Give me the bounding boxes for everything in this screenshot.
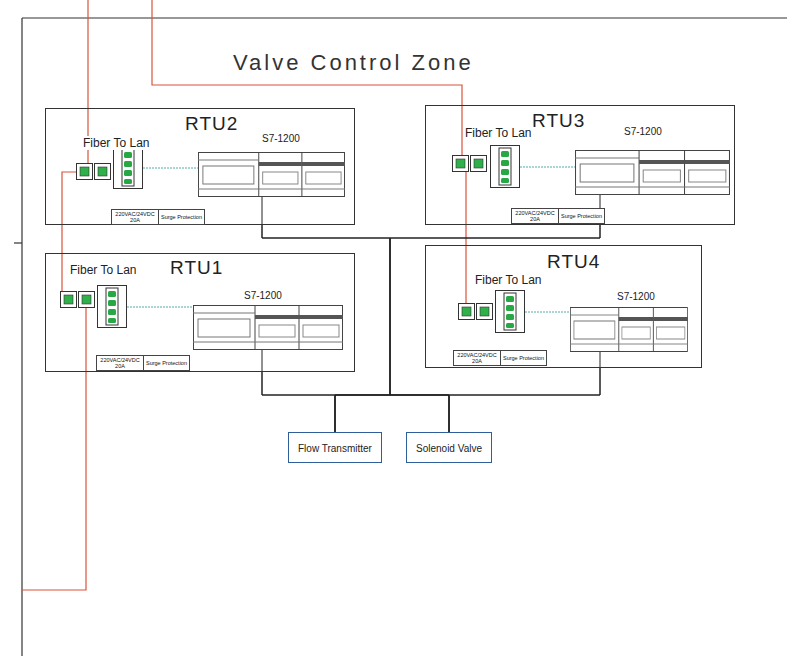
power-supply-label: 220VAC/24VDC 20A <box>456 352 498 364</box>
surge-protection-label: Surge Protection <box>161 214 202 220</box>
plc-label: S7-1200 <box>616 291 656 302</box>
fiber-cable <box>152 0 462 155</box>
lan-cable <box>525 312 570 313</box>
power-supply-label: 220VAC/24VDC 20A <box>99 357 141 369</box>
plc-symbol <box>575 150 730 195</box>
sfp-module <box>477 304 493 320</box>
plc-label: S7-1200 <box>623 126 663 137</box>
device-label: Flow Transmitter <box>298 443 372 454</box>
surge-protection-box: Surge Protection <box>500 350 547 366</box>
signal-wire <box>600 352 601 368</box>
power-supply-label: 220VAC/24VDC 20A <box>514 210 556 222</box>
signal-wire <box>262 197 263 225</box>
plc-symbol <box>570 307 688 352</box>
diagram-title: Valve Control Zone <box>233 50 474 76</box>
module-label: Fiber To Lan <box>69 263 138 277</box>
rtu4-devices <box>459 291 689 353</box>
rtu-label: RTU2 <box>184 113 239 135</box>
sfp-module <box>79 292 95 308</box>
rtu-label: RTU1 <box>169 257 224 279</box>
plc-label: S7-1200 <box>261 133 301 144</box>
lan-cable <box>520 167 575 168</box>
plc-symbol <box>193 305 343 350</box>
surge-protection-box: Surge Protection <box>558 208 605 224</box>
media-converter <box>98 286 127 328</box>
rtu-panel: RTU4Fiber To LanS7-1200 220VAC/24VDC 20A S… <box>425 245 702 368</box>
surge-protection-label: Surge Protection <box>561 213 602 219</box>
power-supply-box: 220VAC/24VDC 20A <box>453 350 501 366</box>
surge-protection-label: Surge Protection <box>503 355 544 361</box>
frame-tick <box>14 242 22 243</box>
rtu-panel: RTU1 Fiber To LanS7-1200 220VAC/24VDC 20A S… <box>45 253 355 372</box>
bus-connector <box>335 368 600 432</box>
power-supply-label: 220VAC/24VDC 20A <box>114 211 156 223</box>
rtu3-devices <box>453 146 731 196</box>
lan-cable <box>127 307 193 308</box>
signal-wire <box>262 350 263 372</box>
power-supply-box: 220VAC/24VDC 20A <box>96 355 144 371</box>
sfp-module <box>77 164 93 180</box>
module-label: Fiber To Lan <box>82 136 151 150</box>
drawing-frame <box>14 18 787 656</box>
fiber-cables <box>22 0 466 590</box>
sfp-module <box>459 304 475 320</box>
device-label: Solenoid Valve <box>416 443 482 454</box>
plc-label: S7-1200 <box>243 290 283 301</box>
field-device-box: Flow Transmitter <box>288 432 382 463</box>
bus-connector <box>449 368 600 432</box>
frame-line <box>22 17 787 18</box>
bus-connector <box>262 225 390 432</box>
sfp-module <box>61 292 77 308</box>
surge-protection-box: Surge Protection <box>143 355 190 371</box>
sfp-module <box>471 156 487 172</box>
media-converter <box>114 147 143 189</box>
bus-connector <box>262 372 335 432</box>
rtu-label: RTU3 <box>531 110 586 132</box>
rtu-panel: RTU2Fiber To Lan S7-1200 220VAC/24VDC 20A S… <box>45 108 355 225</box>
plc-symbol <box>198 152 345 197</box>
fiber-cable <box>60 172 76 299</box>
surge-protection-box: Surge Protection <box>158 209 205 225</box>
bus-connector <box>262 372 449 432</box>
field-device-box: Solenoid Valve <box>406 432 492 463</box>
fiber-cable <box>22 308 86 590</box>
rtu-panel: RTU3Fiber To Lan S7-1200 220VAC/24VDC 20A S… <box>425 105 735 225</box>
frame-line <box>21 18 22 656</box>
bus-connector <box>262 225 449 432</box>
sfp-module <box>95 164 111 180</box>
lan-cable <box>143 168 198 169</box>
rtu1-devices <box>61 286 344 351</box>
rtu2-devices <box>77 147 346 198</box>
sfp-module <box>453 156 469 172</box>
module-label: Fiber To Lan <box>464 126 533 140</box>
media-converter <box>496 291 525 333</box>
power-supply-box: 220VAC/24VDC 20A <box>111 209 159 225</box>
power-supply-box: 220VAC/24VDC 20A <box>511 208 559 224</box>
media-converter <box>491 146 520 188</box>
rtu-label: RTU4 <box>546 251 601 273</box>
module-label: Fiber To Lan <box>474 273 543 287</box>
surge-protection-label: Surge Protection <box>146 360 187 366</box>
